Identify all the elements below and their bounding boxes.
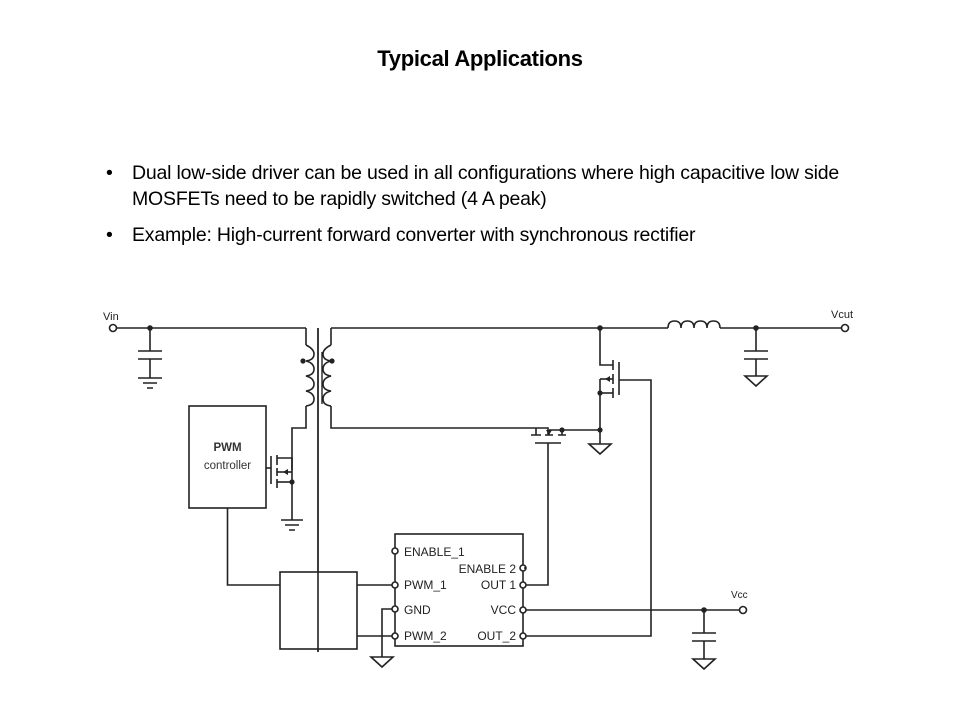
pin-pwm-2-label: PWM_2 — [404, 629, 447, 643]
gate-drive-transformer-block — [279, 328, 395, 652]
bullet-marker: • — [106, 162, 113, 184]
vcc-capacitor — [690, 610, 718, 671]
vout-terminal: Vcut — [831, 309, 853, 333]
pin-out-2-label: OUT_2 — [477, 629, 516, 643]
freewheel-mosfet — [597, 325, 652, 620]
pin-enable-1-label: ENABLE_1 — [404, 545, 465, 559]
vcc-terminal: Vcc — [731, 590, 748, 615]
output-inductor — [667, 320, 842, 331]
bullet-text: Example: High-current forward converter … — [132, 224, 696, 246]
input-capacitor — [138, 328, 162, 389]
vcc-label: Vcc — [731, 590, 748, 601]
output-capacitor — [742, 328, 770, 388]
bullet-marker: • — [106, 224, 113, 246]
slide-title: Typical Applications — [377, 46, 583, 71]
pwm-controller-label-line1: PWM — [213, 442, 241, 454]
vout-label: Vcut — [831, 309, 853, 321]
pin-vcc-label: VCC — [491, 603, 517, 617]
out-2-wire — [526, 620, 652, 637]
vin-terminal: Vin — [103, 311, 119, 333]
pin-gnd-label: GND — [404, 603, 431, 617]
vin-label: Vin — [103, 311, 119, 323]
pwm-controller-label-line2: controller — [204, 460, 251, 472]
driver-gnd-wire — [368, 608, 396, 669]
pwm-controller: PWM controller — [188, 405, 280, 586]
driver-ic: ENABLE_1 ENABLE 2 PWM_1 OUT 1 GND VCC PW… — [391, 533, 527, 647]
bullet-item: • Example: High-current forward converte… — [106, 222, 866, 248]
pin-out-1-label: OUT 1 — [481, 578, 516, 592]
pin-enable-2-label: ENABLE 2 — [459, 562, 517, 576]
bullet-item: • Dual low-side driver can be used in al… — [106, 160, 866, 212]
bullet-list: • Dual low-side driver can be used in al… — [106, 160, 866, 258]
primary-mosfet — [266, 455, 303, 531]
bullet-text: Dual low-side driver can be used in all … — [132, 162, 840, 210]
pin-pwm-1-label: PWM_1 — [404, 578, 447, 592]
rectifier-mosfet — [526, 427, 614, 586]
